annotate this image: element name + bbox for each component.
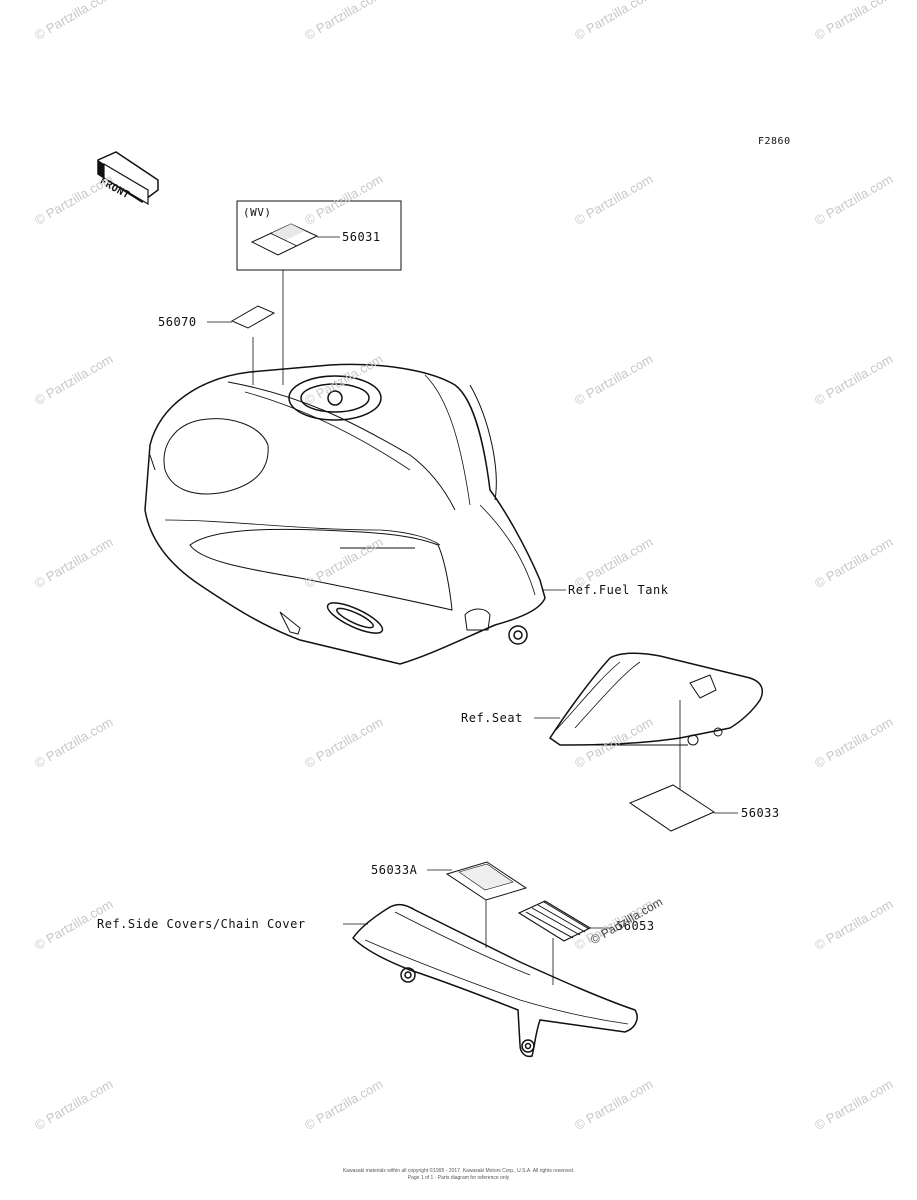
front-arrow-icon	[97, 151, 159, 206]
label-56033a-decal	[445, 861, 528, 901]
figure-code: F2860	[758, 136, 791, 147]
wv-region-label: (WV)	[243, 206, 272, 219]
fuel-tank-drawing	[144, 363, 546, 665]
wv-box	[236, 200, 402, 271]
part-number-56070: 56070	[158, 315, 197, 329]
seat-drawing	[548, 652, 763, 746]
label-56033-decal	[628, 784, 716, 832]
part-number-56033a: 56033A	[371, 863, 418, 877]
ref-side-covers-label: Ref.Side Covers/Chain Cover	[97, 917, 306, 931]
copyright-footer-line1: Kawasaki materials within all copyright …	[342, 1168, 575, 1174]
label-56031-decal	[250, 223, 319, 256]
ref-seat-label: Ref.Seat	[461, 711, 523, 725]
part-number-56053: 56053	[616, 919, 655, 933]
chain-cover-drawing	[352, 903, 638, 1058]
ref-fuel-tank-label: Ref.Fuel Tank	[568, 583, 669, 597]
part-number-56033: 56033	[741, 806, 780, 820]
copyright-footer-line2: Page 1 of 1 · Parts diagram for referenc…	[407, 1175, 510, 1181]
label-56070-decal	[230, 305, 276, 329]
part-number-56031: 56031	[342, 230, 381, 244]
